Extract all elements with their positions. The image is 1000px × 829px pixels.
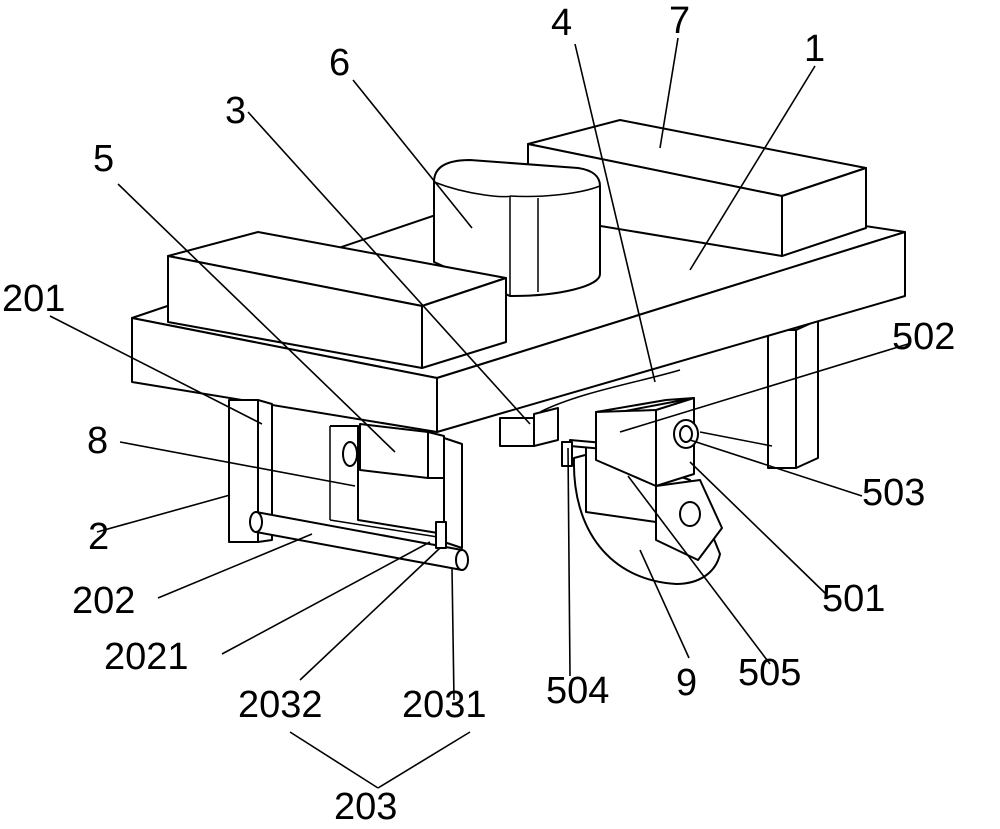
block-3 [499, 407, 559, 447]
leg-2 [228, 399, 273, 543]
label-203: 203 [334, 786, 398, 828]
label-8: 8 [87, 420, 109, 462]
label-2032: 2032 [238, 684, 323, 726]
rod-202 [249, 511, 469, 571]
label-2031: 2031 [402, 684, 487, 726]
disc-4 [539, 369, 681, 413]
motor-6 [433, 159, 601, 297]
label-503: 503 [862, 472, 926, 514]
label-201: 201 [2, 278, 66, 320]
label-504: 504 [546, 670, 610, 712]
label-502: 502 [892, 316, 956, 358]
label-2: 2 [88, 516, 110, 558]
label-501: 501 [822, 578, 886, 620]
label-9: 9 [676, 662, 698, 704]
label-202: 202 [72, 580, 136, 622]
block-501 [595, 397, 695, 487]
bracket-8 [329, 425, 445, 539]
rear-leg-right [767, 319, 819, 469]
label-5: 5 [93, 138, 115, 180]
label-1: 1 [804, 28, 826, 70]
label-3: 3 [225, 90, 247, 132]
label-4: 4 [551, 2, 573, 44]
label-6: 6 [329, 42, 351, 84]
label-7: 7 [669, 0, 691, 42]
label-505: 505 [738, 652, 802, 694]
link-plate [655, 479, 723, 561]
block-left [167, 231, 507, 369]
label-2021: 2021 [104, 636, 189, 678]
pin-503 [673, 419, 773, 449]
leader-lines [49, 37, 909, 789]
